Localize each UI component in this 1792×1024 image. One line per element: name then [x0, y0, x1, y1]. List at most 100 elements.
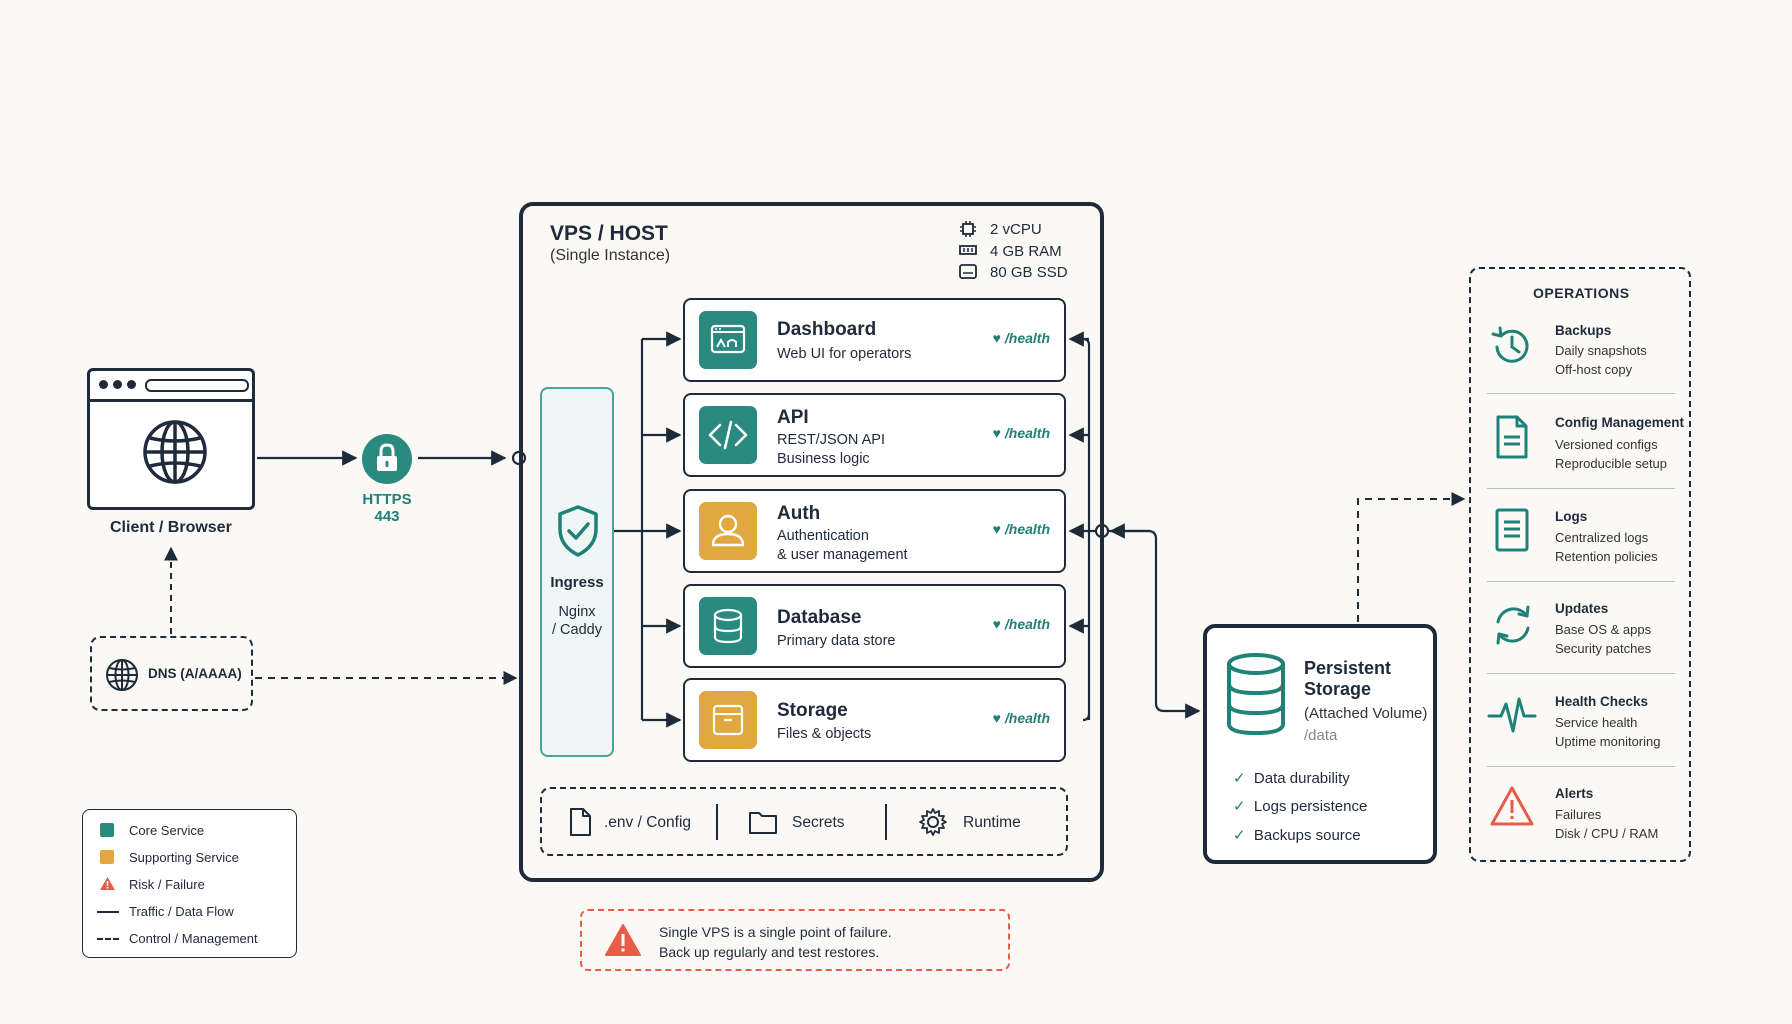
op-detail: Centralized logs: [1555, 530, 1649, 545]
divider: [1487, 766, 1675, 767]
health-label: /health: [1004, 521, 1050, 537]
service-title: Dashboard: [777, 319, 877, 340]
health-label: /health: [1004, 425, 1050, 441]
warning-triangle-icon: [605, 924, 641, 956]
op-title: Health Checks: [1555, 694, 1649, 709]
spec-cpu: 2 vCPU: [990, 221, 1042, 238]
https-badge: [362, 434, 412, 484]
lock-icon: [377, 443, 397, 471]
legend-swatch-core: [100, 823, 114, 837]
checkmark-icon: ✓: [1233, 827, 1246, 844]
op-detail: Uptime monitoring: [1555, 734, 1661, 749]
refresh-icon: [1496, 605, 1530, 645]
window-dot: [127, 380, 136, 389]
code-icon: [699, 406, 757, 464]
warning-line2: Back up regularly and test restores.: [659, 944, 880, 960]
browser-toolbar: [90, 371, 252, 402]
https-label: HTTPS 443: [352, 491, 422, 525]
divider: [1487, 488, 1675, 489]
legend: Core Service Supporting Service Risk / F…: [82, 809, 297, 958]
health-endpoint[interactable]: ♥ /health: [993, 710, 1050, 726]
window-dot: [99, 380, 108, 389]
op-title: Config Management: [1555, 415, 1685, 430]
legend-control: Control / Management: [129, 931, 258, 946]
health-endpoint[interactable]: ♥ /health: [993, 616, 1050, 632]
op-detail: Disk / CPU / RAM: [1555, 826, 1659, 841]
check-item: ✓ Backups source: [1233, 826, 1361, 844]
file-icon: [570, 808, 591, 836]
divider: [1487, 673, 1675, 674]
heart-icon: ♥: [992, 710, 1001, 726]
ram-icon: [959, 245, 977, 255]
health-label: /health: [1004, 710, 1050, 726]
op-detail: Retention policies: [1555, 549, 1658, 564]
checkmark-icon: ✓: [1233, 798, 1246, 815]
config-secrets: Secrets: [792, 814, 845, 831]
service-description-2: Business logic: [777, 451, 870, 467]
ingress-box: Ingress Nginx / Caddy: [540, 387, 614, 757]
legend-core: Core Service: [129, 823, 205, 838]
service-title: Storage: [777, 700, 848, 721]
service-title: API: [777, 407, 809, 428]
op-title: Updates: [1555, 601, 1609, 616]
check-label: Data durability: [1253, 770, 1350, 787]
op-detail: Versioned configs: [1555, 437, 1658, 452]
divider: [1487, 581, 1675, 582]
archive-box-icon: [699, 691, 757, 749]
https-port: 443: [374, 508, 400, 525]
checkmark-icon: ✓: [1233, 770, 1246, 787]
service-storage: Storage Files & objects ♥ /health: [683, 678, 1066, 762]
divider: [885, 804, 887, 840]
control-persistent-to-ops: [1357, 492, 1466, 622]
database-icon: [699, 597, 757, 655]
risk-warning: Single VPS is a single point of failure.…: [580, 909, 1010, 971]
op-detail: Daily snapshots: [1555, 343, 1647, 358]
service-description: Files & objects: [777, 726, 872, 742]
vps-host-box: [519, 202, 1104, 882]
op-detail: Reproducible setup: [1555, 456, 1668, 471]
health-endpoint[interactable]: ♥ /health: [993, 330, 1050, 346]
https-protocol: HTTPS: [362, 491, 412, 508]
folder-icon: [749, 812, 777, 834]
persistent-title-line2: Storage: [1304, 679, 1372, 699]
health-label: /health: [1004, 616, 1050, 632]
service-description: Web UI for operators: [777, 346, 912, 362]
alert-icon: [1490, 786, 1534, 826]
log-icon: [1495, 508, 1529, 552]
heart-icon: ♥: [992, 425, 1001, 441]
heart-icon: ♥: [992, 521, 1001, 537]
warning-text: Single VPS is a single point of failure.…: [659, 922, 892, 962]
service-dashboard: Dashboard Web UI for operators ♥ /health: [683, 298, 1066, 382]
check-label: Backups source: [1253, 827, 1361, 844]
document-icon: [1496, 415, 1528, 459]
persistent-storage-box: Persistent Storage (Attached Volume) /da…: [1203, 624, 1437, 864]
dns-box: DNS (A/AAAA): [90, 636, 253, 711]
config-runtime: Runtime: [963, 814, 1021, 831]
history-icon: [1491, 326, 1529, 363]
database-icon: [1227, 653, 1285, 736]
op-detail: Service health: [1555, 715, 1638, 730]
service-description: REST/JSON API: [777, 432, 885, 448]
service-database: Database Primary data store ♥ /health: [683, 584, 1066, 668]
heart-icon: ♥: [992, 616, 1001, 632]
warning-line1: Single VPS is a single point of failure.: [659, 924, 892, 940]
user-icon: [699, 502, 757, 560]
persistent-path: /data: [1304, 727, 1338, 744]
shield-icon: [558, 505, 598, 557]
health-endpoint[interactable]: ♥ /health: [993, 425, 1050, 441]
divider: [1487, 393, 1675, 394]
legend-risk: Risk / Failure: [129, 877, 205, 892]
globe-icon: [106, 659, 138, 691]
service-description: Authentication: [777, 528, 869, 544]
spec-ram: 4 GB RAM: [990, 243, 1062, 260]
check-item: ✓ Data durability: [1233, 769, 1350, 787]
service-description-2: & user management: [777, 547, 908, 563]
health-endpoint[interactable]: ♥ /health: [993, 521, 1050, 537]
op-detail: Base OS & apps: [1555, 622, 1652, 637]
client-label: Client / Browser: [110, 519, 232, 536]
persistent-subtitle: (Attached Volume): [1304, 705, 1428, 722]
health-label: /health: [1004, 330, 1050, 346]
op-title: Backups: [1555, 323, 1612, 338]
